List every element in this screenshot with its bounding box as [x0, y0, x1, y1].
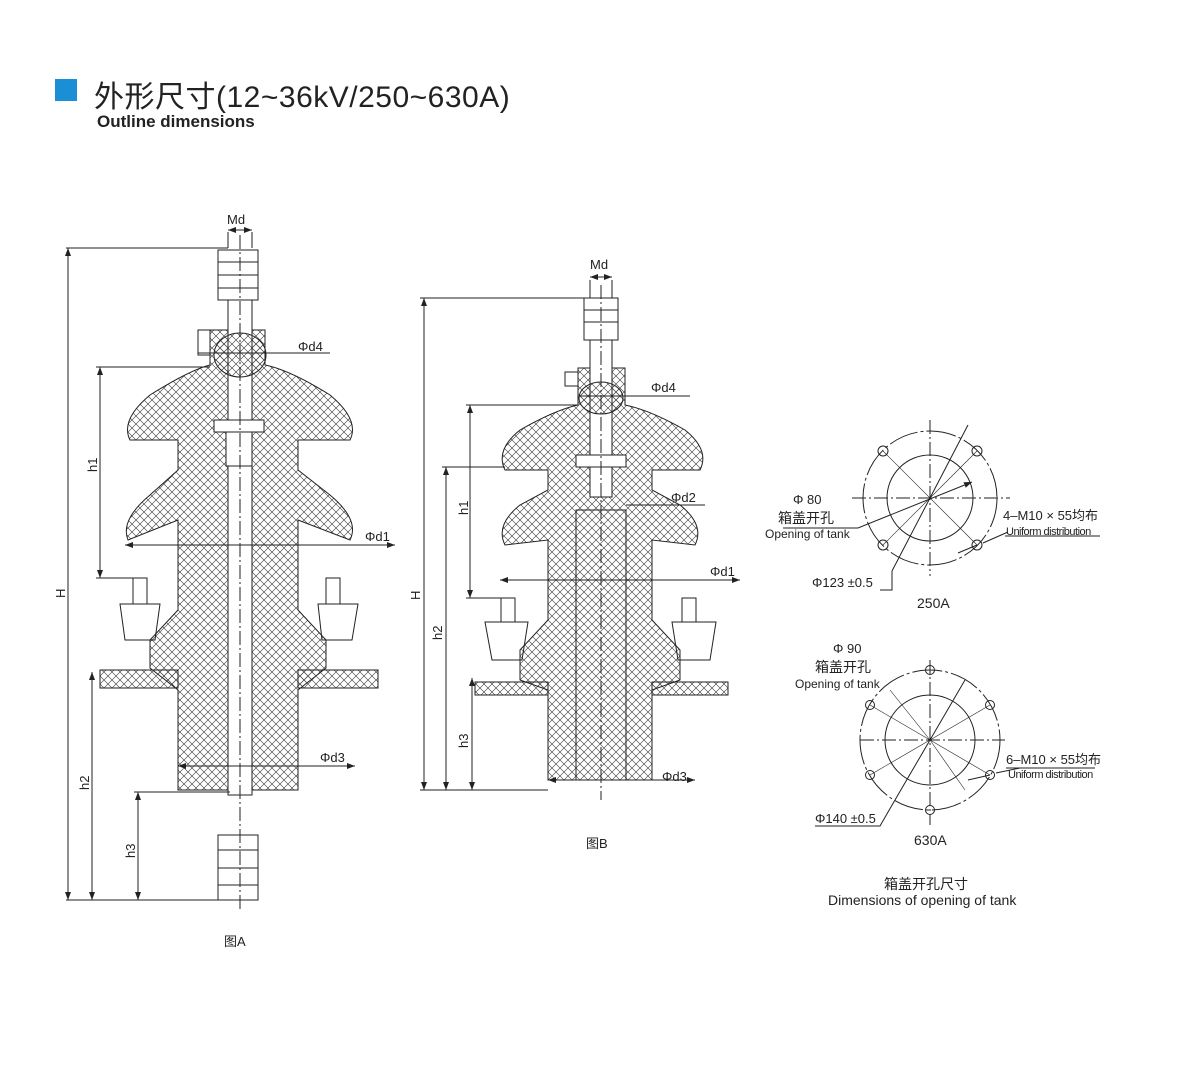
- fig-a-H-label: H: [53, 589, 68, 598]
- fig-a-d1-label: Φd1: [365, 529, 390, 544]
- tank-250-pcd: Φ123 ±0.5: [812, 575, 873, 590]
- tank-630-rating: 630A: [914, 832, 947, 848]
- tank-630-pcd: Φ140 ±0.5: [815, 811, 876, 826]
- fig-a-h2-label: h2: [77, 776, 92, 790]
- bolt-holes: [865, 665, 995, 815]
- tank-caption-en: Dimensions of opening of tank: [828, 892, 1017, 908]
- fig-b-h2-label: h2: [430, 626, 445, 640]
- tank-630-opening-en: Opening of tank: [795, 677, 881, 691]
- tank-opening-250a: [783, 420, 1100, 591]
- tank-630-opening-cn: 箱盖开孔: [815, 659, 871, 675]
- figure-a: [65, 227, 395, 910]
- tank-caption-cn: 箱盖开孔尺寸: [884, 876, 968, 892]
- fig-a-md-label: Md: [227, 212, 245, 227]
- tank-opening-630a: [815, 660, 1095, 827]
- section-marker: [55, 79, 77, 101]
- tank-250-opening-en: Opening of tank: [765, 527, 851, 541]
- tank-250-holes-cn: 4–M10 × 55均布: [1003, 508, 1098, 523]
- fig-b-d1-label: Φd1: [710, 564, 735, 579]
- fig-a-d3-label: Φd3: [320, 750, 345, 765]
- fig-a-d4-label: Φd4: [298, 339, 323, 354]
- tank-250-opening-cn: 箱盖开孔: [778, 510, 834, 526]
- fig-b-d3-label: Φd3: [662, 769, 687, 784]
- fig-b-h3-label: h3: [456, 734, 471, 748]
- figure-b: [420, 274, 740, 800]
- fig-b-H-label: H: [408, 591, 423, 600]
- fig-b-h1-label: h1: [456, 501, 471, 515]
- bolt-holes: [877, 445, 983, 551]
- fig-a-caption: 图A: [224, 934, 246, 949]
- fig-a-h1-label: h1: [85, 458, 100, 472]
- fig-b-md-label: Md: [590, 257, 608, 272]
- fig-b-caption: 图B: [586, 836, 608, 851]
- tank-630-holes-cn: 6–M10 × 55均布: [1006, 752, 1101, 767]
- page-title: 外形尺寸(12~36kV/250~630A): [94, 81, 511, 114]
- tank-630-holes-en: Uniform distribution: [1008, 769, 1093, 781]
- tank-250-rating: 250A: [917, 595, 950, 611]
- insulator-body-b: [501, 367, 704, 781]
- tank-250-inner-dia: Φ 80: [793, 492, 821, 507]
- fig-b-d4-label: Φd4: [651, 380, 676, 395]
- fig-b-d2-label: Φd2: [671, 490, 696, 505]
- tank-250-holes-en: Uniform distribution: [1006, 526, 1091, 538]
- page-subtitle: Outline dimensions: [97, 112, 255, 131]
- tank-630-inner-dia: Φ 90: [833, 641, 861, 656]
- fig-a-h3-label: h3: [123, 844, 138, 858]
